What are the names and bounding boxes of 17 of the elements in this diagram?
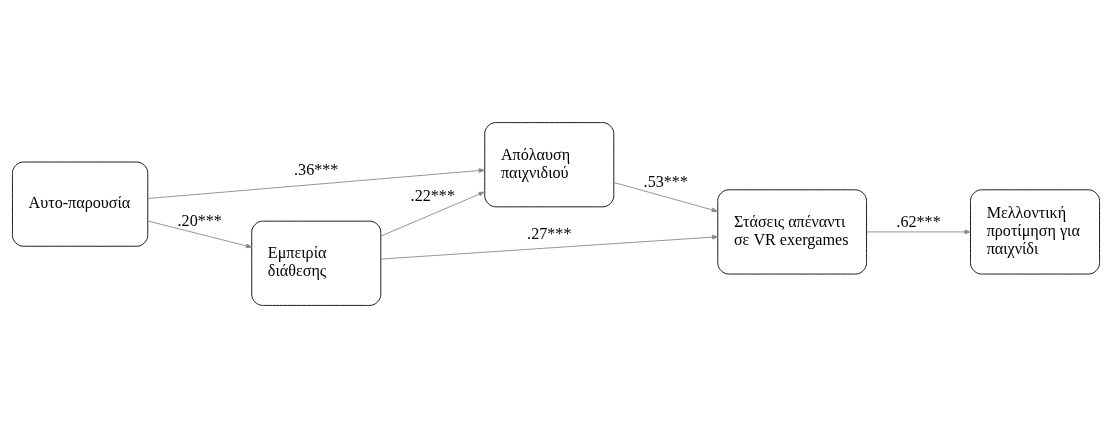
arrow — [147, 167, 485, 199]
edge-label: .20*** — [177, 211, 222, 229]
edge-label: .27*** — [527, 224, 572, 242]
arrow — [866, 229, 971, 234]
node-box: Αυτο-παρουσία — [12, 161, 149, 247]
node-box: Μελλοντική προτίμηση για παιχνίδι — [970, 188, 1100, 274]
arrow — [380, 234, 719, 260]
arrow — [380, 191, 485, 237]
edge-label: .53*** — [643, 172, 688, 190]
node-box: Εμπειρία διάθεσης — [251, 220, 382, 306]
arrow — [147, 220, 253, 248]
edge-label: .62*** — [896, 212, 941, 230]
edge-label: .36*** — [294, 160, 339, 178]
arrow — [613, 181, 718, 212]
edge-label: .22*** — [410, 186, 455, 204]
node-box: Απόλαυση παιχνιδιού — [484, 121, 615, 207]
node-box: Στάσεις απέναντι σε VR exergames — [717, 188, 867, 274]
